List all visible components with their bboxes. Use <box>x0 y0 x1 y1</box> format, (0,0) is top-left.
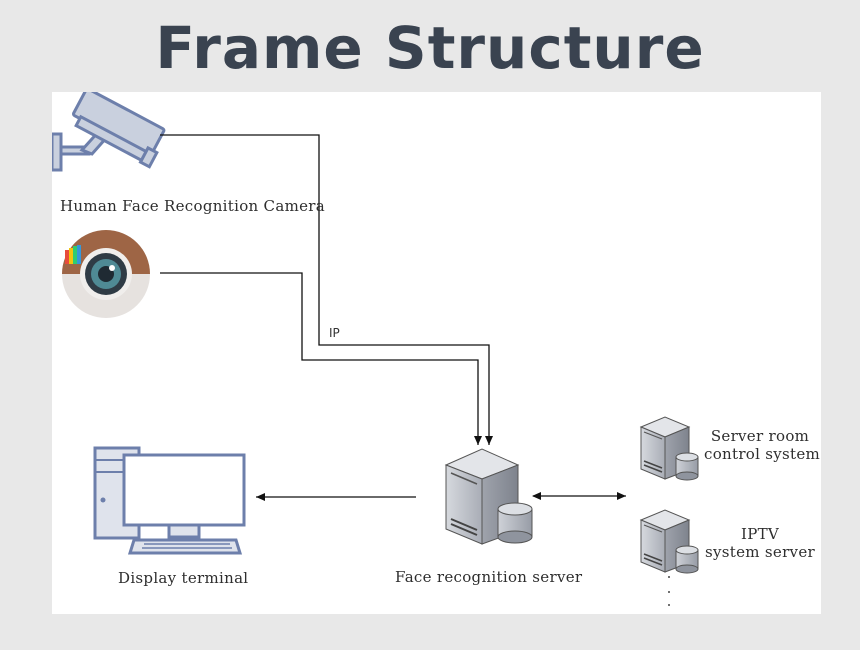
iptv-label: IPTV system server <box>704 525 816 561</box>
server-room-label-line1: Server room <box>710 427 810 445</box>
connector-cctv-to-server <box>160 134 493 445</box>
ip-label: IP <box>329 326 340 340</box>
page-title: Frame Structure <box>155 14 705 82</box>
server-room-label-line2: control system <box>704 445 821 463</box>
iptv-label-line2: system server <box>705 543 815 561</box>
camera-label: Human Face Recognition Camera <box>60 197 325 215</box>
connector-webcam-to-server <box>160 272 482 445</box>
continuation-dots <box>668 576 670 606</box>
iptv-label-line1: IPTV <box>740 525 780 543</box>
diagram-canvas <box>52 92 699 606</box>
display-terminal-label: Display terminal <box>118 569 249 587</box>
webcam-lens-icon <box>62 230 150 318</box>
diagram-panel: Human Face Recognition Camera IP Display… <box>52 92 821 614</box>
server-tower-icon <box>444 448 533 545</box>
server-tower-icon <box>639 509 699 574</box>
cctv-camera-icon <box>52 92 166 172</box>
face-server-label: Face recognition server <box>395 568 583 586</box>
desktop-computer-icon <box>93 446 246 555</box>
server-tower-icon <box>639 416 699 481</box>
server-room-label: Server room control system <box>704 427 821 463</box>
